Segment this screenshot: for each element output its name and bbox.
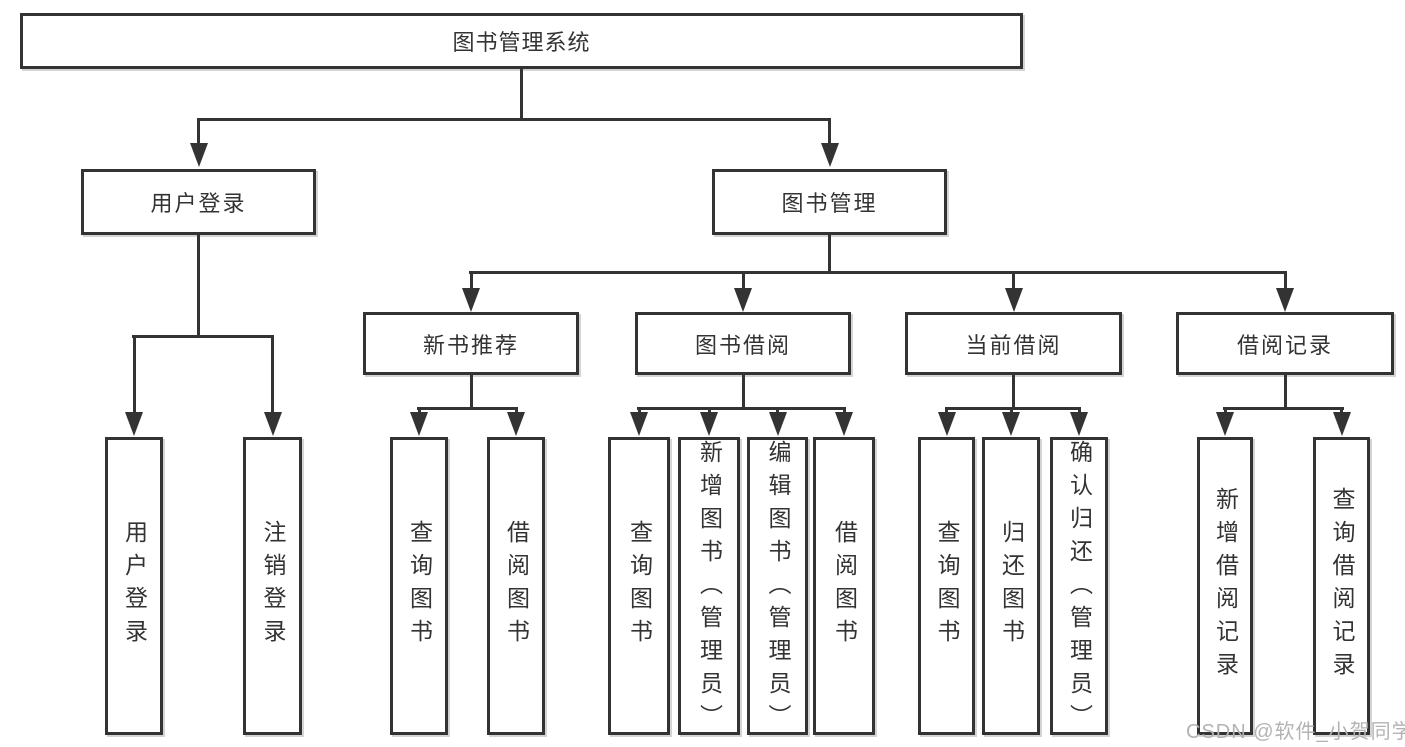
connector-drop-borrowing-records [1283, 271, 1287, 291]
node-new-book-recommendation: 新书推荐 [363, 312, 579, 375]
connector-drop-user-login [197, 118, 200, 146]
connector-stem-user-login [197, 235, 200, 338]
arrow-down-icon [630, 412, 648, 436]
arrow-down-icon [1276, 288, 1294, 312]
arrow-down-icon [462, 288, 480, 312]
node-book-management: 图书管理 [712, 169, 947, 235]
node-borrowing-records: 借阅记录 [1176, 312, 1394, 375]
connector-drop-leaf-logout [271, 335, 274, 415]
connector-stem-borrowing-records [1283, 375, 1287, 410]
connector-drop-leaf-user-login [132, 335, 136, 415]
connector-drop-book-borrowing [741, 271, 745, 291]
connector-bar-borrowing-records [1223, 407, 1344, 410]
connector-stem-root [519, 69, 523, 121]
leaf-query-books-borrow: 查询图书 [608, 437, 670, 735]
connector-stem-book-borrowing [741, 375, 745, 410]
arrow-down-icon [768, 412, 787, 436]
connector-bar-current-borrowing [945, 407, 1081, 410]
arrow-down-icon [700, 412, 718, 436]
leaf-user-login: 用户登录 [105, 437, 163, 735]
node-user-login: 用户登录 [81, 169, 316, 235]
connector-bar-user-login [132, 335, 274, 338]
arrow-down-icon [1332, 412, 1351, 436]
arrow-down-icon [937, 412, 956, 436]
arrow-down-icon [1216, 412, 1234, 436]
arrow-down-icon [835, 412, 853, 436]
leaf-query-borrow-record: 查询借阅记录 [1313, 437, 1370, 735]
node-book-borrowing: 图书借阅 [635, 312, 851, 375]
connector-stem-new-book-recommendation [469, 375, 473, 410]
connector-bar-new-book-recommendation [417, 407, 518, 410]
connector-bar-level2 [197, 118, 831, 121]
connector-bar-book-borrowing [637, 407, 846, 410]
connector-stem-current-borrowing [1012, 375, 1015, 410]
arrow-down-icon [125, 412, 143, 436]
node-current-borrowing: 当前借阅 [905, 312, 1122, 375]
arrow-down-icon [410, 412, 428, 436]
csdn-watermark: CSDN @软件_小贺同学 [1186, 721, 1405, 743]
leaf-logout: 注销登录 [243, 437, 302, 735]
arrow-down-icon [1070, 412, 1088, 436]
connector-drop-current-borrowing [1012, 271, 1015, 291]
leaf-query-books-recommend: 查询图书 [390, 437, 448, 735]
leaf-add-book-admin: 新增图书（管理员） [678, 437, 740, 737]
connector-drop-book-management [828, 118, 831, 146]
leaf-return-books: 归还图书 [982, 437, 1040, 735]
arrow-down-icon [820, 143, 839, 167]
connector-bar-level3 [469, 271, 1287, 274]
arrow-down-icon [1004, 288, 1023, 312]
leaf-query-books-current: 查询图书 [918, 437, 975, 735]
leaf-edit-book-admin: 编辑图书（管理员） [747, 437, 808, 737]
connector-drop-new-book-recommendation [469, 271, 473, 291]
node-root-library-management-system: 图书管理系统 [20, 13, 1023, 69]
arrow-down-icon [1002, 412, 1020, 436]
arrow-down-icon [734, 288, 752, 312]
leaf-borrow-books-recommend: 借阅图书 [487, 437, 545, 735]
leaf-confirm-return-admin: 确认归还（管理员） [1050, 437, 1108, 737]
leaf-borrow-books-borrow: 借阅图书 [813, 437, 875, 735]
connector-stem-book-management [828, 235, 831, 274]
leaf-add-borrow-record: 新增借阅记录 [1197, 437, 1253, 735]
arrow-down-icon [189, 143, 208, 167]
arrow-down-icon [507, 412, 525, 436]
arrow-down-icon [263, 412, 282, 436]
